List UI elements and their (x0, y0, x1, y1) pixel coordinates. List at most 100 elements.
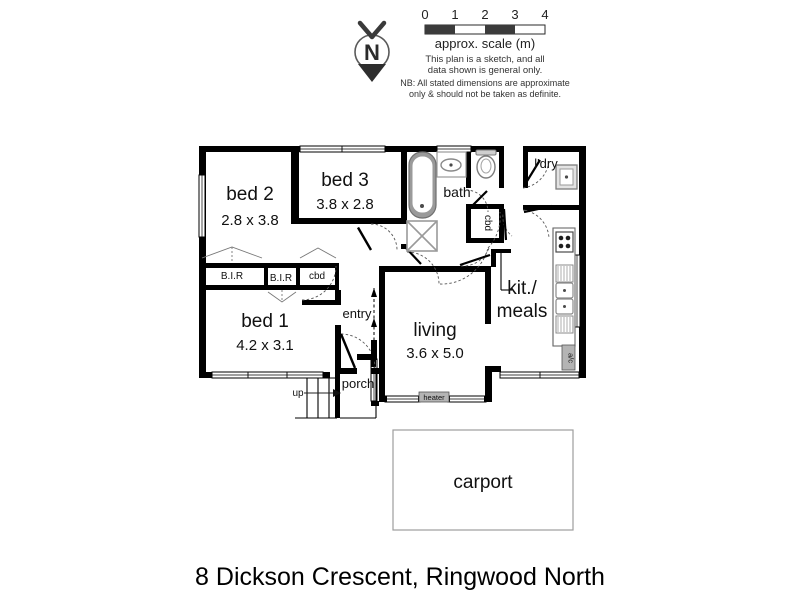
aircon-label: a/c (567, 353, 576, 363)
wall-cbd-top (466, 204, 504, 209)
wall-top-wc (484, 146, 504, 152)
carport-outline (392, 429, 574, 531)
disclaimer-line1: NB: All stated dimensions are approximat… (400, 78, 570, 88)
north-chevron-icon (357, 20, 387, 40)
toilet-cistern-icon (475, 149, 497, 156)
wall-bed3-bottom (291, 218, 407, 224)
cooktop-burner-1 (558, 235, 564, 241)
bir-mid-label: B.I.R (270, 273, 292, 284)
bathtub-inner (411, 155, 434, 214)
wall-bir-div1 (264, 263, 268, 290)
aircon-icon (561, 344, 576, 371)
door-swing-bed1 (301, 265, 337, 301)
door-swing-ldry (522, 159, 550, 189)
scale-note-line1: This plan is a sketch, and all (425, 54, 544, 65)
north-arrow: N (354, 20, 390, 82)
kitchen-fixtures: a/c (552, 227, 576, 371)
wall-living-right (485, 266, 491, 324)
bathtub-drain-icon (420, 204, 424, 208)
dim-wall-stub-h (357, 354, 375, 360)
wall-bed2-bed3-divider (291, 146, 299, 224)
laundry-fixtures (555, 164, 578, 190)
misc-walls (491, 249, 512, 291)
door-jamb-entry (335, 328, 341, 336)
toilet-bowl-inner (480, 158, 492, 174)
cooktop-burner-3 (558, 243, 564, 249)
up-arrow-head-icon (333, 389, 341, 397)
bed1-dimensions: 4.2 x 3.1 (236, 337, 294, 354)
carport-label: carport (453, 472, 513, 493)
wall-top-bath-b (470, 146, 484, 152)
living-name: living (413, 320, 456, 341)
door-leaf-hall-ldry (523, 204, 553, 214)
swing-hall-curve-1 (439, 247, 489, 285)
laundry-drain-icon (564, 175, 569, 179)
wall-bed1-right-b (335, 325, 341, 373)
wall-wc-right (499, 146, 504, 188)
wall-cbd-bottom (466, 238, 504, 243)
wall-living-right-lower (485, 366, 492, 402)
wall-bed1-door-header (302, 300, 338, 305)
window-spacer (375, 286, 379, 288)
room-labels: bed 2 2.8 x 3.8 bed 3 3.8 x 2.8 bed 1 4.… (221, 156, 558, 391)
wall-living-kit-step (485, 366, 501, 372)
door-swing-entry (340, 333, 376, 369)
dimension-line-entry (357, 288, 377, 360)
wall-bottom-bed1-a (199, 372, 213, 378)
heater-label: heater (423, 393, 445, 402)
door-swing-hall-ldry (522, 209, 550, 239)
door-swing-bath (406, 251, 440, 285)
wall-ldry-left (523, 146, 528, 188)
wall-ldry-bottom (523, 205, 581, 210)
cbd-wc-label: cbd (482, 215, 493, 231)
scale-segment-0 (425, 25, 455, 34)
scale-caption: approx. scale (m) (435, 36, 535, 51)
dim-arrow-mid-icon (371, 318, 377, 327)
scale-tick-3: 3 (511, 7, 518, 22)
cbd-bed-label: cbd (309, 271, 325, 282)
door-leaf-entry (339, 333, 357, 369)
heater-icon (418, 391, 450, 403)
swing-hall-curve-2 (487, 211, 501, 249)
closet-indicators (201, 246, 337, 303)
laundry-name: l'dry (534, 156, 558, 171)
shower-x2 (406, 220, 438, 252)
walls-exterior (199, 146, 586, 378)
basin-drain-icon (449, 163, 453, 167)
bir-mid-hatch (267, 291, 297, 303)
wall-right-exterior (579, 146, 586, 378)
up-label: up (292, 388, 304, 399)
porch-corner-block (371, 401, 379, 406)
wall-bir-bottom (199, 285, 339, 290)
bed2-dimensions: 2.8 x 3.8 (221, 212, 279, 229)
door-leaf-bed3 (356, 226, 373, 251)
entry-name: entry (343, 306, 372, 321)
sink-drain-2 (563, 305, 566, 308)
wall-top-bed3-b (384, 146, 406, 152)
wall-top-ldry (523, 146, 586, 152)
wall-entry-bottom-right (371, 368, 385, 374)
wall-kit-hall (491, 249, 496, 267)
scale-tick-0: 0 (421, 7, 428, 22)
bath-name: bath (443, 184, 470, 200)
kitchen-name-line2: meals (497, 301, 548, 322)
wall-living-bottom-a (379, 396, 387, 402)
north-pointer-icon (358, 64, 386, 82)
porch-stairs: up (292, 368, 379, 419)
cooktop-burner-2 (565, 235, 571, 241)
wall-bath-left (401, 146, 407, 224)
scale-tick-1: 1 (451, 7, 458, 22)
bir-left-label: B.I.R (221, 271, 243, 282)
bed3-name: bed 3 (321, 170, 369, 191)
door-leaf-ldry (523, 159, 541, 187)
wall-bir-div2 (296, 263, 300, 290)
door-swing-bed3 (370, 223, 398, 251)
bathroom-fixtures (406, 149, 497, 252)
floor-plan: a/c heater up (198, 145, 586, 419)
kitchen-name-line1: kit./ (507, 278, 537, 299)
scale-segment-2 (485, 25, 515, 34)
wall-bath-wc-divider (466, 152, 471, 188)
dim-arrow-top-icon (371, 288, 377, 297)
sink-drain-1 (563, 289, 566, 292)
